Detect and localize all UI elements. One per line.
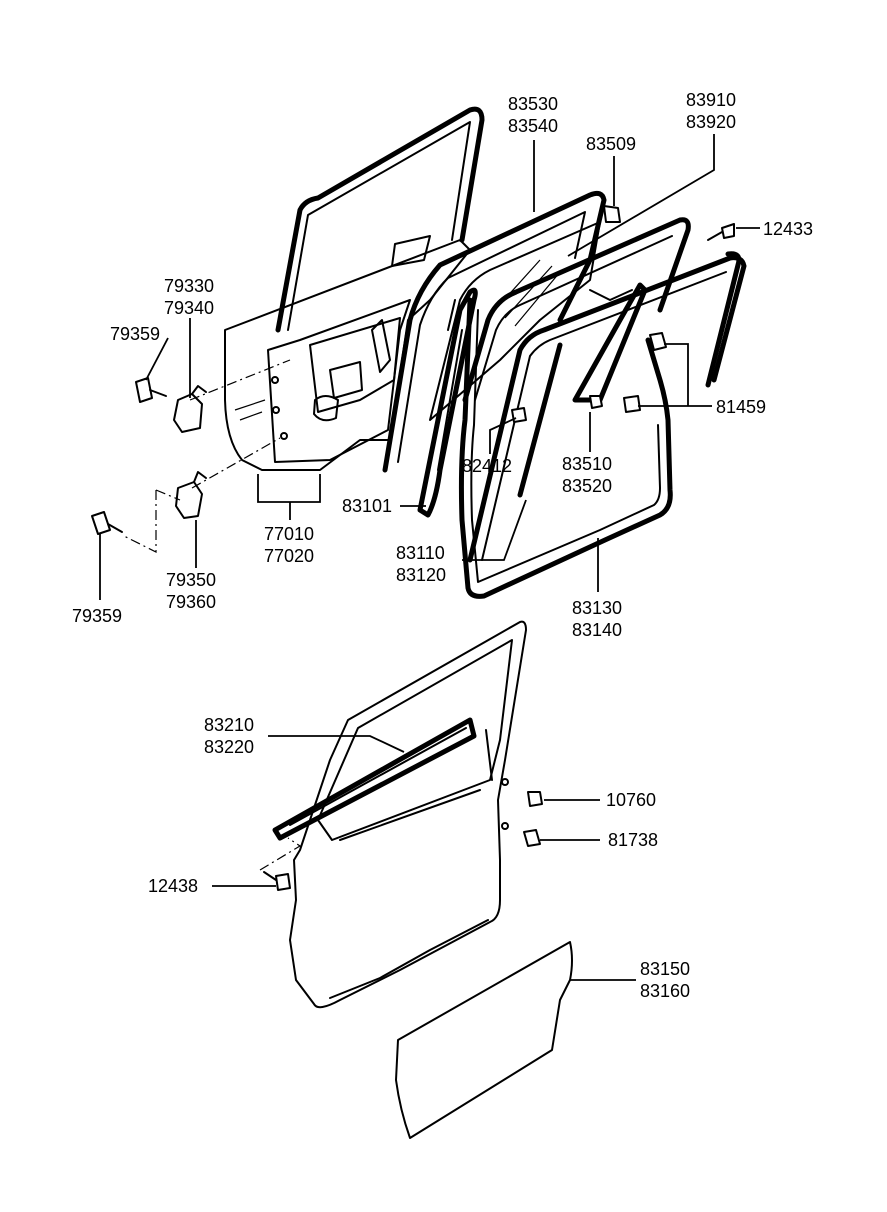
- label-83509: 83509: [586, 134, 636, 154]
- label-83120: 83120: [396, 565, 446, 585]
- label-83210: 83210: [204, 715, 254, 735]
- glass-run-channels: [382, 190, 747, 563]
- label-81738: 81738: [608, 830, 658, 850]
- label-77010: 77010: [264, 524, 314, 544]
- label-83920: 83920: [686, 112, 736, 132]
- lower-fasteners: [259, 791, 543, 891]
- label-79340: 79340: [164, 298, 214, 318]
- door-lower-protector: [395, 941, 573, 1139]
- label-83101: 83101: [342, 496, 392, 516]
- label-83510: 83510: [562, 454, 612, 474]
- label-83130: 83130: [572, 598, 622, 618]
- label-83530: 83530: [508, 94, 558, 114]
- label-79350: 79350: [166, 570, 216, 590]
- label-81459: 81459: [716, 397, 766, 417]
- part-labels: 83530 83540 83509 83910 83920 12433 7933…: [72, 90, 813, 1001]
- label-83150: 83150: [640, 959, 690, 979]
- door-glass: [429, 221, 601, 421]
- fasteners: [91, 205, 735, 535]
- label-77020: 77020: [264, 546, 314, 566]
- beltline-moulding: [272, 717, 477, 841]
- label-83220: 83220: [204, 737, 254, 757]
- label-79359-lower: 79359: [72, 606, 122, 626]
- door-frame-assembly: [224, 106, 485, 471]
- label-83140: 83140: [572, 620, 622, 640]
- label-82412: 82412: [462, 456, 512, 476]
- door-weatherstrip: [458, 297, 673, 599]
- label-83160: 83160: [640, 981, 690, 1001]
- label-12438: 12438: [148, 876, 198, 896]
- leader-lines: [99, 134, 760, 981]
- label-79359-upper: 79359: [110, 324, 160, 344]
- label-10760: 10760: [606, 790, 656, 810]
- door-hinges: [123, 359, 291, 553]
- label-83910: 83910: [686, 90, 736, 110]
- label-12433: 12433: [763, 219, 813, 239]
- label-79330: 79330: [164, 276, 214, 296]
- label-83540: 83540: [508, 116, 558, 136]
- label-83520: 83520: [562, 476, 612, 496]
- label-83110: 83110: [396, 543, 445, 563]
- label-79360: 79360: [166, 592, 216, 612]
